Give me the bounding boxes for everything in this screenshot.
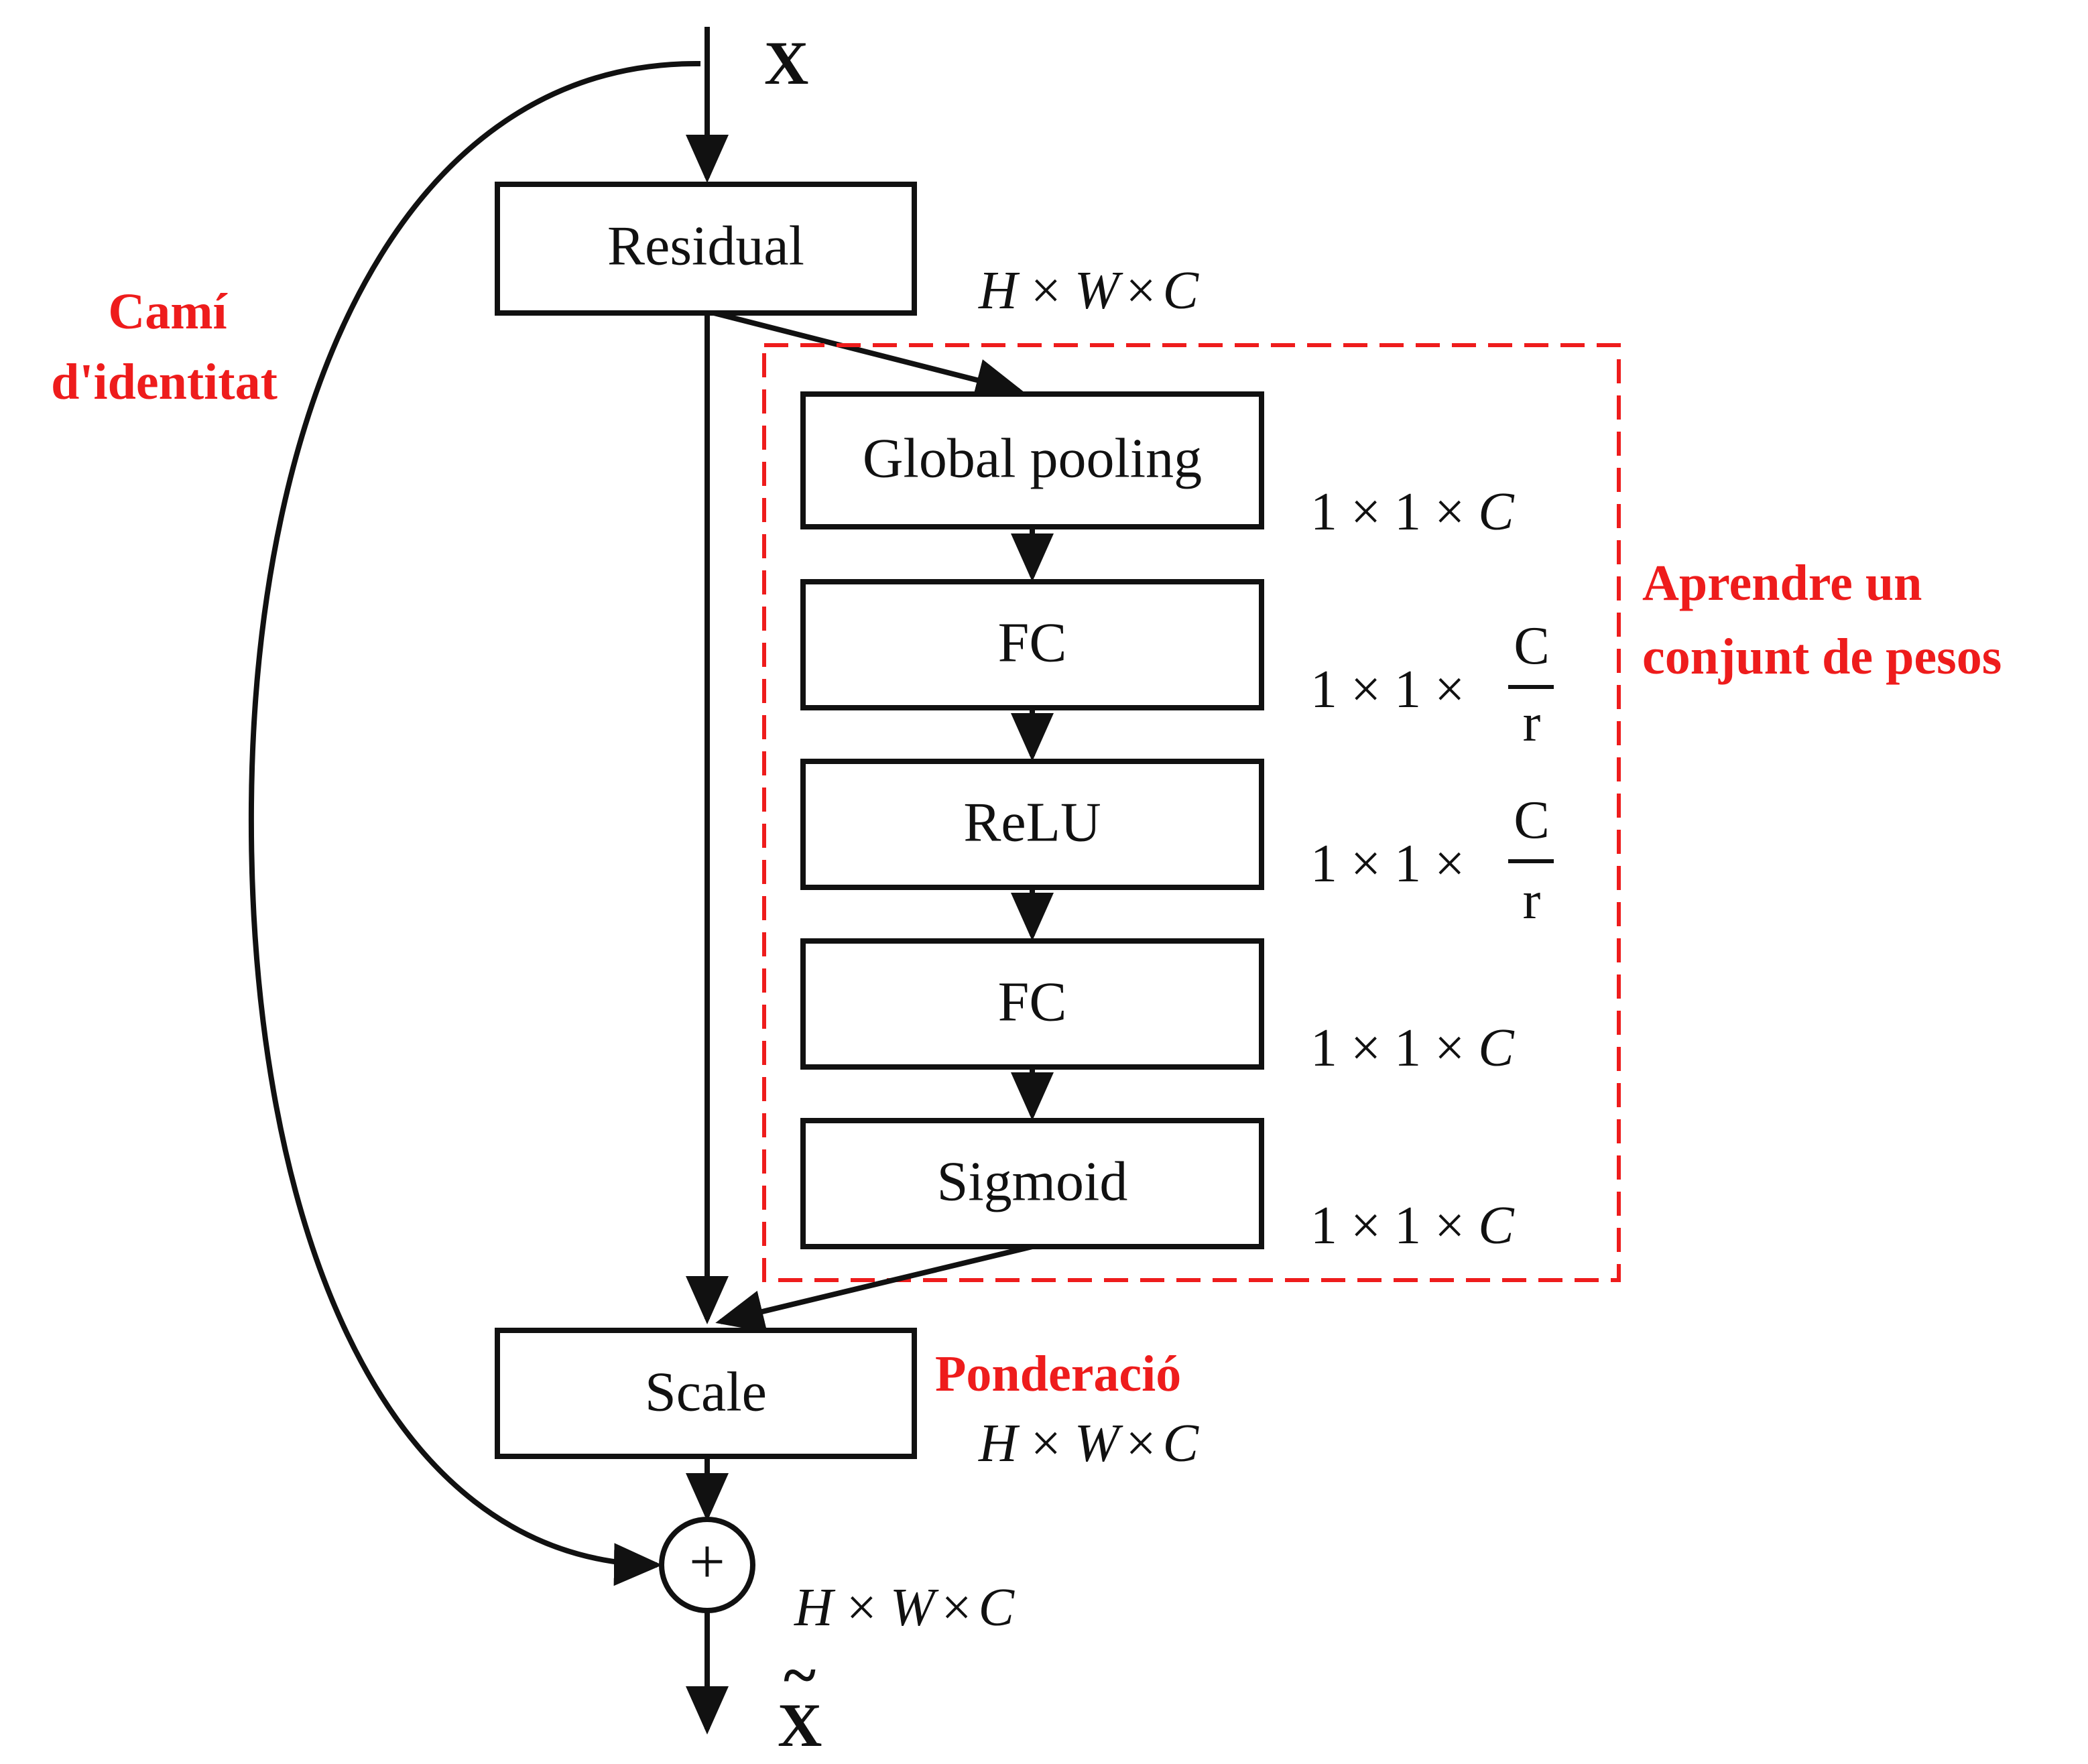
identity-path-arrow: [248, 60, 701, 1586]
sum-symbol: +: [689, 1525, 725, 1597]
sum-dim: H×W×C: [794, 1578, 1016, 1637]
identity-annotation-line1: Camí: [108, 284, 228, 340]
fc1-dim-numerator: C: [1514, 617, 1549, 676]
relu-dim-numerator: C: [1514, 791, 1549, 850]
identity-annotation-line2: d'identitat: [51, 354, 278, 410]
fc1-dim-prefix: 1 × 1 ×: [1310, 660, 1465, 719]
fc2-dim: 1 × 1 × C: [1310, 1019, 1515, 1078]
scale-dim: H×W×C: [978, 1414, 1200, 1473]
learn-annotation-line1: Aprendre un: [1642, 555, 1922, 611]
fc1-dim-denominator: r: [1523, 694, 1541, 753]
fc2-block: [800, 938, 1264, 1070]
learn-annotation-line2: conjunt de pesos: [1642, 629, 2002, 685]
sigmoid-label: Sigmoid: [937, 1150, 1128, 1212]
input-label: X: [764, 29, 808, 97]
weighting-annotation: Ponderació: [935, 1346, 1181, 1402]
output-tilde: ~: [784, 1641, 816, 1709]
sigmoid-to-scale-arrow: [715, 1244, 1033, 1333]
learned-weights-group: [762, 343, 1621, 1282]
pool-dim: 1 × 1 × C: [1310, 483, 1515, 542]
residual-dim: H×W×C: [978, 261, 1200, 320]
scale-label: Scale: [645, 1361, 767, 1423]
global-pooling-label: Global pooling: [863, 427, 1202, 489]
sigmoid-dim: 1 × 1 × C: [1310, 1196, 1515, 1255]
output-label: X: [778, 1691, 822, 1759]
relu-dim-prefix: 1 × 1 ×: [1310, 834, 1465, 893]
fc1-label: FC: [998, 611, 1067, 674]
residual-label: Residual: [607, 214, 804, 277]
relu-label: ReLU: [963, 791, 1101, 853]
branch-to-pooling-arrow: [713, 310, 1024, 401]
relu-dim-denominator: r: [1523, 871, 1541, 930]
sigmoid-block: [800, 1118, 1264, 1249]
fc2-label: FC: [998, 970, 1067, 1033]
